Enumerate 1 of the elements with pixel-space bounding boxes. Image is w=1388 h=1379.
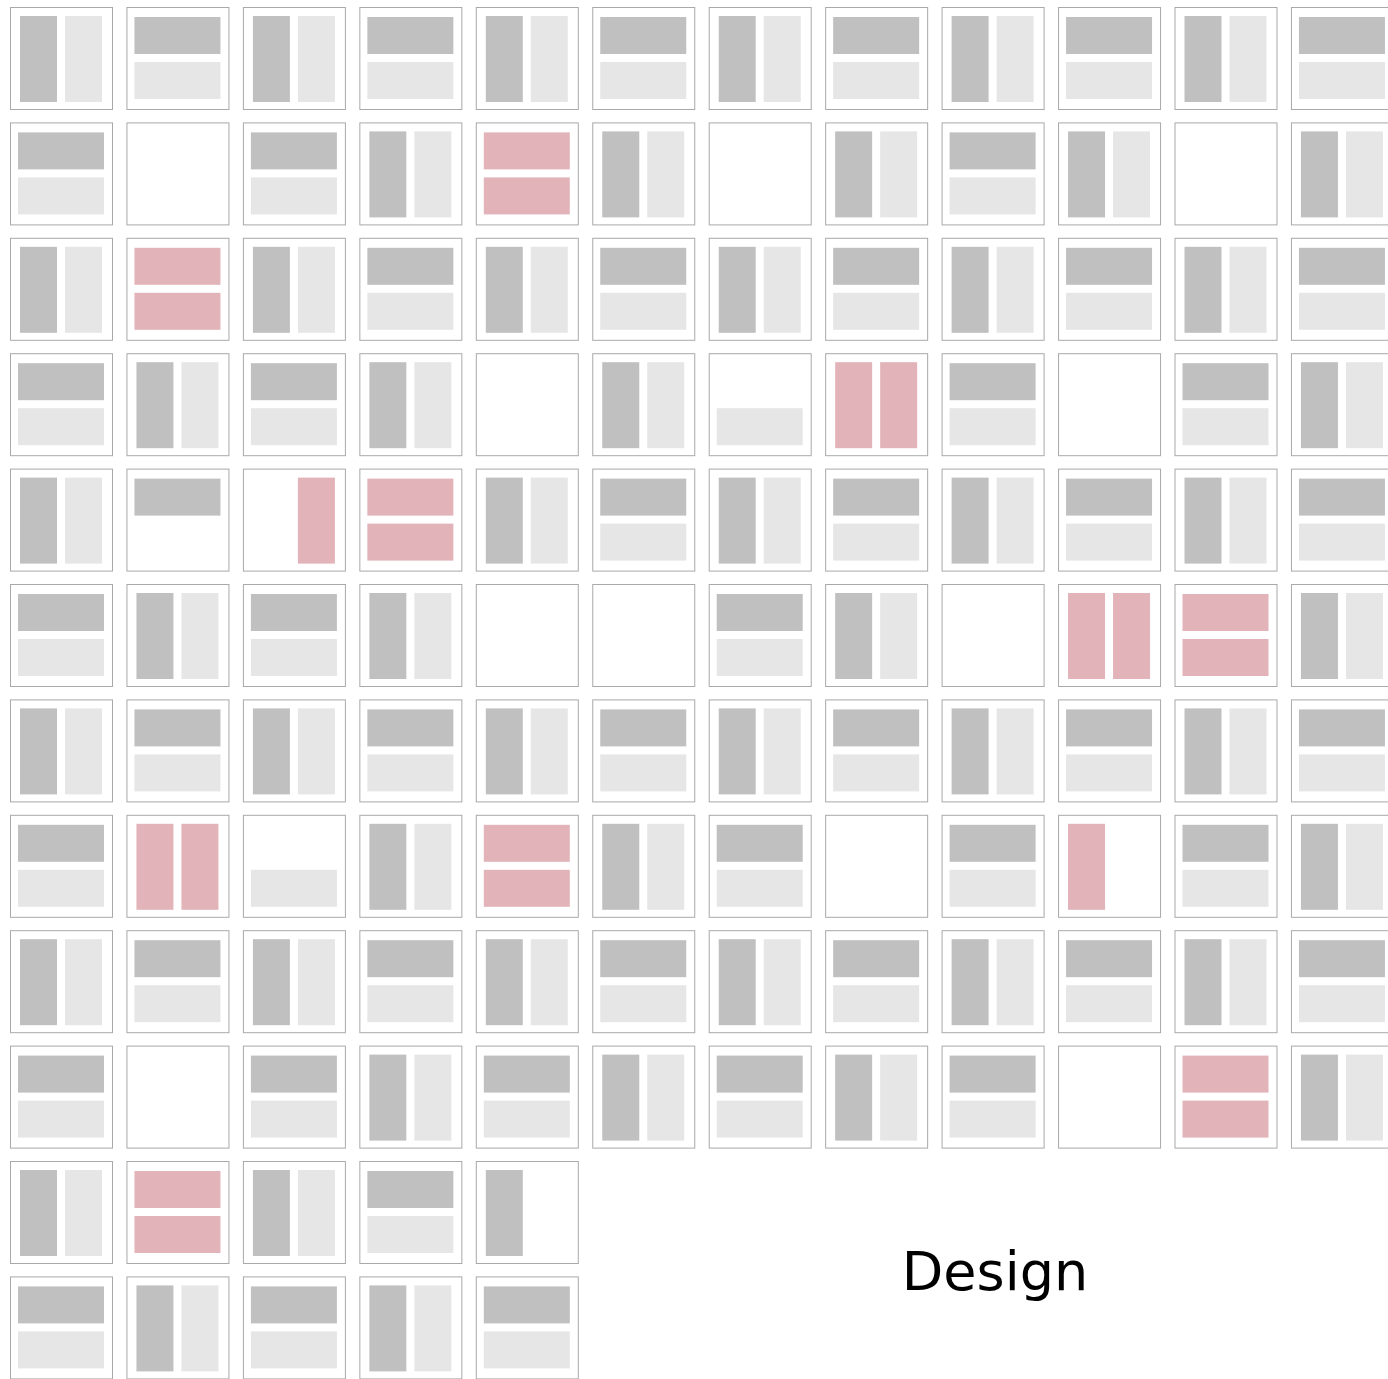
diagram-label: Design [900, 1239, 1090, 1305]
